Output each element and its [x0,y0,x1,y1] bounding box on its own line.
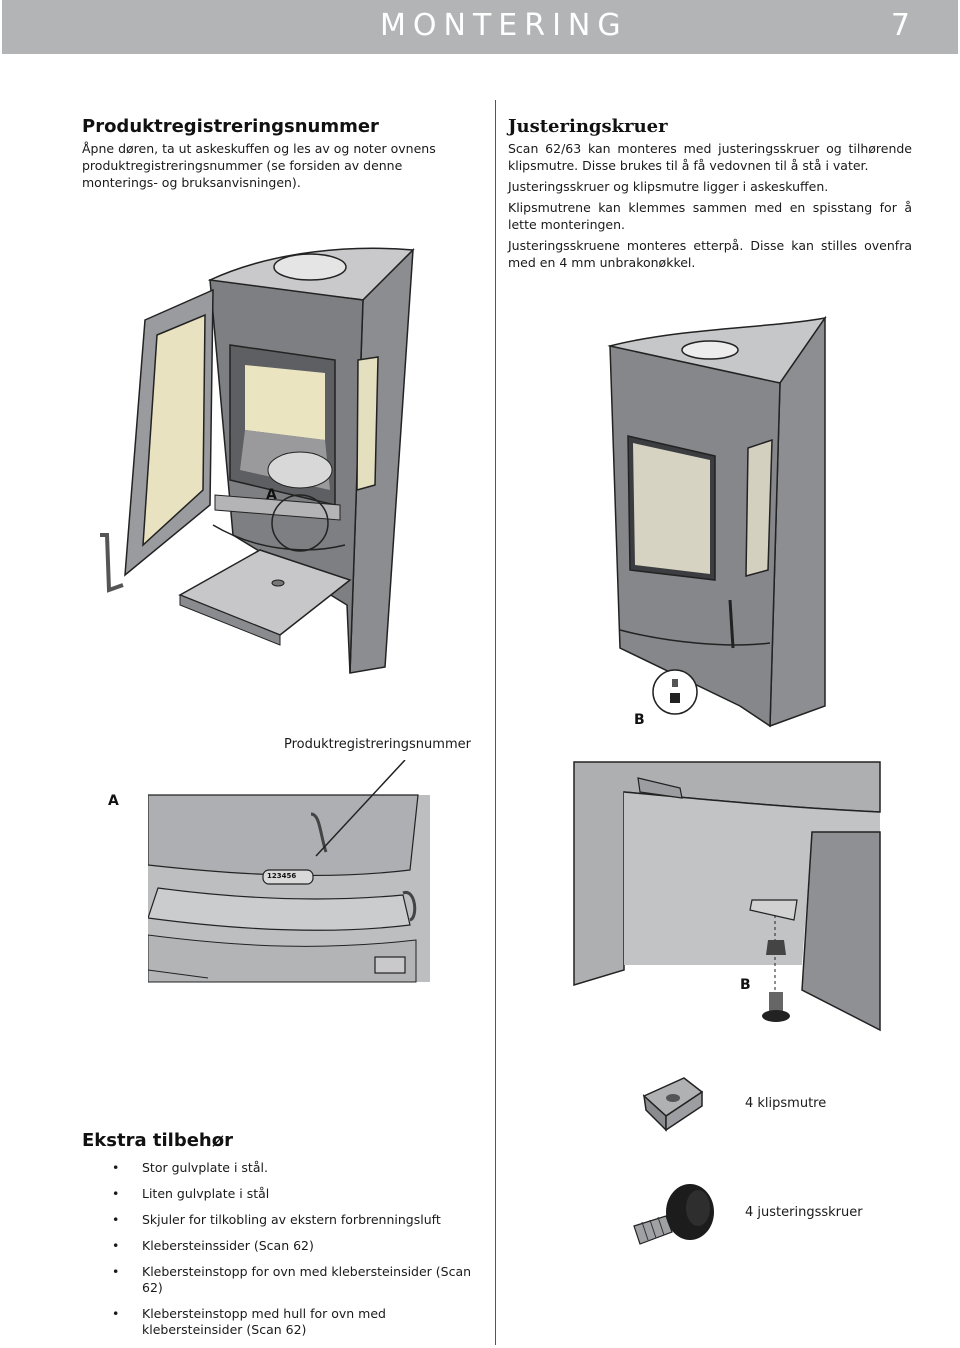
screw-label: 4 justeringsskruer [745,1205,863,1220]
section-heading-accessories: Ekstra tilbehør [82,1130,233,1151]
list-item: Klebersteinstopp med hull for ovn med kl… [112,1306,482,1338]
list-item: Klebersteinstopp for ovn med kleberstein… [112,1264,482,1296]
clip-nut-icon [642,1077,704,1132]
detail-a-illustration [148,760,430,983]
list-item: Skjuler for tilkobling av ekstern forbre… [112,1212,482,1228]
list-item: Stor gulvplate i stål. [112,1160,482,1176]
header-bar: MONTERING 7 [2,0,958,54]
section-heading-registration: Produktregistreringsnummer [82,116,379,137]
paragraph: Justeringsskruene monteres etterpå. Diss… [508,238,912,270]
registration-number-label: Produktregistreringsnummer [284,737,471,752]
registration-text: Åpne døren, ta ut askeskuffen og les av … [82,141,436,190]
page-title: MONTERING [380,8,628,43]
paragraph: Justeringsskruer og klipsmutre ligger i … [508,179,829,194]
detail-b-illustration [573,761,881,1032]
list-item: Liten gulvplate i stål [112,1186,482,1202]
column-divider [495,100,496,1345]
plate-number: 123456 [267,872,297,880]
adjusting-screw-icon [633,1184,714,1245]
detail-label-a: A [108,793,119,809]
accessories-list: Stor gulvplate i stål. Liten gulvplate i… [112,1160,482,1348]
page-number: 7 [890,8,910,43]
stove-open-illustration [100,247,415,674]
paragraph: Klipsmutrene kan klemmes sammen med en s… [508,200,912,232]
clip-nut-label: 4 klipsmutre [745,1096,827,1111]
section-heading-adjusting-screws: Justeringskruer [508,116,668,137]
marker-b: B [634,712,645,728]
adjusting-screws-text: Scan 62/63 kan monteres med justeringssk… [508,140,912,275]
list-item: Klebersteinssider (Scan 62) [112,1238,482,1254]
marker-a: A [266,487,277,503]
detail-circle-b [652,669,698,715]
detail-label-b: B [740,977,751,993]
stove-closed-illustration [607,315,827,728]
paragraph: Scan 62/63 kan monteres med justeringssk… [508,141,912,173]
